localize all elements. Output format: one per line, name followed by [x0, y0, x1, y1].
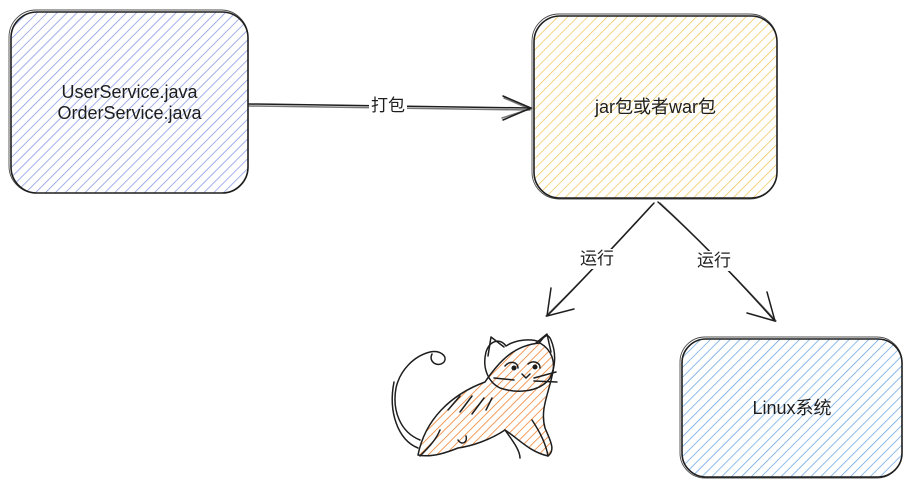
source-file-user: UserService.java [61, 81, 198, 102]
package-text: jar包或者war包 [594, 96, 716, 117]
source-file-order: OrderService.java [57, 102, 202, 123]
linux-label: Linux系统 [682, 339, 902, 477]
edge-label-run-tomcat: 运行 [578, 249, 616, 269]
linux-box[interactable] [679, 336, 903, 479]
source-files-label: UserService.java OrderService.java [11, 12, 248, 193]
package-label: jar包或者war包 [534, 16, 777, 198]
edge-label-run-linux: 运行 [695, 251, 733, 271]
source-files-box[interactable] [8, 9, 249, 194]
edge-label-package: 打包 [369, 96, 407, 116]
tomcat-cat-icon [391, 333, 558, 459]
package-box[interactable] [531, 13, 778, 200]
linux-text: Linux系统 [752, 397, 832, 418]
